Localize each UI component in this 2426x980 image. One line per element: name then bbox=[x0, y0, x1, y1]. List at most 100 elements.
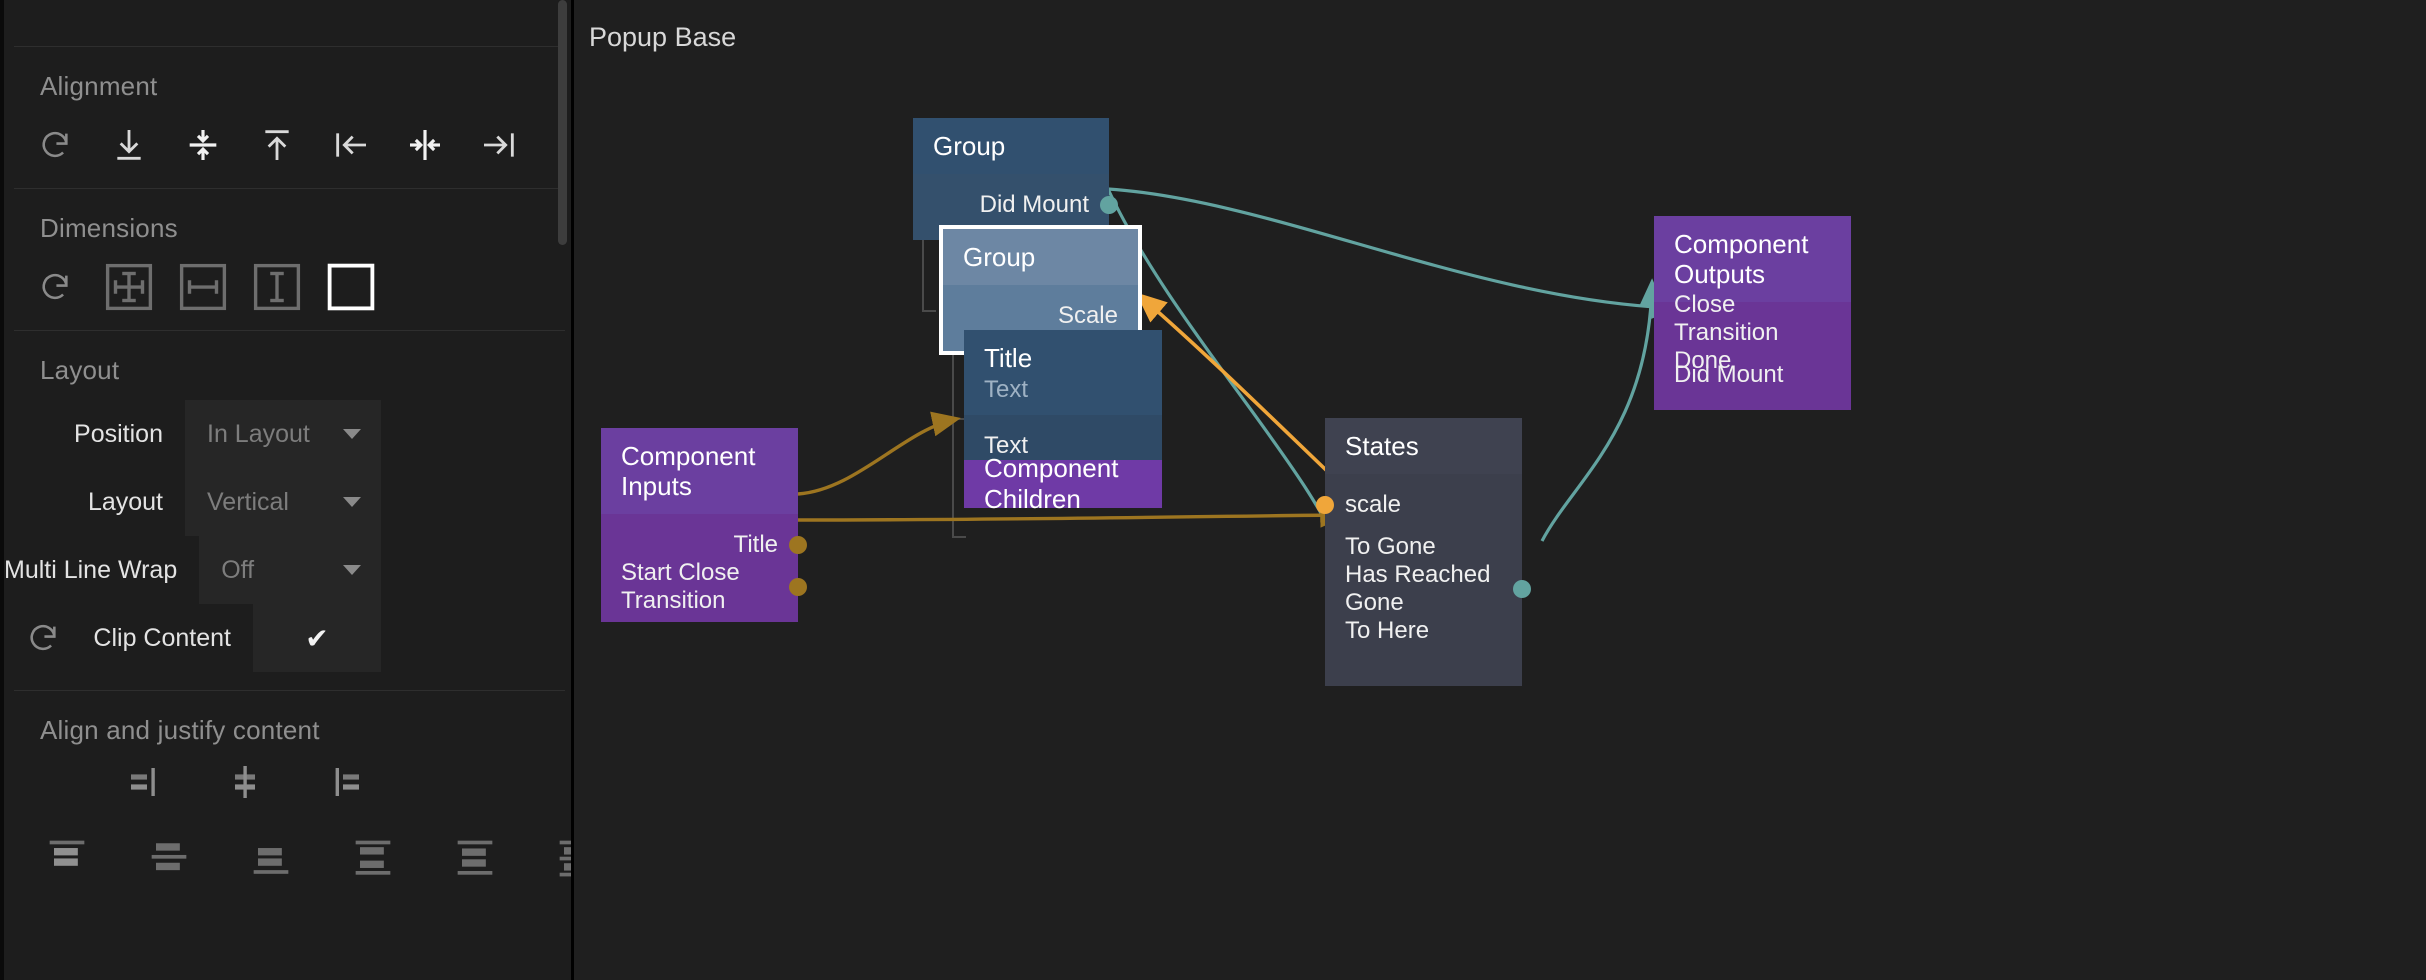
graph-title: Popup Base bbox=[589, 22, 737, 52]
port-row-title[interactable]: Title bbox=[601, 524, 807, 566]
node-group-root[interactable]: Group Did Mount bbox=[913, 118, 1118, 240]
align-horizontal-center-icon[interactable] bbox=[388, 108, 462, 182]
divider bbox=[14, 188, 565, 189]
field-clip-content: Clip Content ✔ bbox=[4, 604, 571, 672]
field-position: Position In Layout bbox=[4, 400, 571, 468]
reset-alignment-icon[interactable] bbox=[18, 108, 92, 182]
align-left-icon[interactable] bbox=[314, 108, 388, 182]
layout-section-title: Layout bbox=[40, 355, 120, 385]
align-content-icon-row bbox=[4, 818, 571, 898]
field-position-label: Position bbox=[74, 419, 163, 448]
field-multi-line-wrap-label: Multi Line Wrap bbox=[4, 555, 178, 584]
node-states[interactable]: States scale To Gone Has Reached Gone To… bbox=[1316, 418, 1531, 686]
layout-form: Position In Layout Layout Vertical Multi… bbox=[4, 386, 571, 690]
sidebar-top-padding bbox=[4, 0, 571, 46]
alignment-section-title: Alignment bbox=[40, 71, 158, 101]
node-component-outputs[interactable]: Component Outputs Close Transition Done … bbox=[1654, 216, 1851, 410]
layout-value: Vertical bbox=[207, 487, 289, 516]
node-title: Group bbox=[943, 229, 1138, 285]
dimensions-section-title: Dimensions bbox=[40, 213, 178, 243]
port-label: Close Transition Done bbox=[1674, 290, 1779, 374]
port-row-close-transition-done[interactable]: Close Transition Done bbox=[1654, 291, 1851, 374]
align-content-space-between-icon[interactable] bbox=[336, 821, 410, 895]
size-height-icon[interactable] bbox=[240, 250, 314, 324]
port-label: Did Mount bbox=[1674, 360, 1784, 388]
port-row-did-mount[interactable]: Did Mount bbox=[913, 184, 1118, 226]
layout-select[interactable]: Vertical bbox=[185, 468, 381, 536]
justify-start-icon[interactable] bbox=[108, 745, 182, 819]
field-multi-line-wrap: Multi Line Wrap Off bbox=[4, 536, 571, 604]
port-row-text[interactable]: Text bbox=[964, 425, 1162, 467]
node-component-children[interactable]: Component Children bbox=[964, 453, 1162, 514]
size-fixed-icon[interactable] bbox=[314, 250, 388, 324]
properties-sidebar: Alignment bbox=[0, 0, 574, 980]
node-component-inputs[interactable]: Component Inputs Title Start Close Trans… bbox=[601, 428, 807, 622]
align-vertical-center-icon[interactable] bbox=[166, 108, 240, 182]
divider bbox=[14, 690, 565, 691]
size-width-icon[interactable] bbox=[166, 250, 240, 324]
chevron-down-icon bbox=[343, 497, 361, 507]
align-right-icon[interactable] bbox=[462, 108, 536, 182]
align-content-space-evenly-icon[interactable] bbox=[540, 821, 571, 895]
port-label: Title bbox=[733, 530, 778, 558]
align-content-end-icon[interactable] bbox=[234, 821, 308, 895]
port-row-to-gone[interactable]: To Gone bbox=[1325, 526, 1522, 568]
size-both-icon[interactable] bbox=[92, 250, 166, 324]
align-top-icon[interactable] bbox=[240, 108, 314, 182]
node-graph-canvas[interactable]: Popup Base bbox=[574, 0, 2426, 980]
port-row-scale[interactable]: Scale bbox=[943, 295, 1138, 337]
divider bbox=[14, 46, 565, 47]
position-value: In Layout bbox=[207, 419, 310, 448]
align-content-space-around-icon[interactable] bbox=[438, 821, 512, 895]
position-select[interactable]: In Layout bbox=[185, 400, 381, 468]
port-dot-out[interactable] bbox=[789, 577, 807, 596]
multi-line-wrap-select[interactable]: Off bbox=[199, 536, 381, 604]
chevron-down-icon bbox=[343, 565, 361, 575]
clip-content-checkbox[interactable]: ✔ bbox=[253, 604, 381, 672]
dimensions-section: Dimensions bbox=[4, 189, 571, 330]
align-content-center-icon[interactable] bbox=[132, 821, 206, 895]
port-label: scale bbox=[1345, 490, 1402, 518]
node-body: Close Transition Done Did Mount bbox=[1654, 291, 1851, 410]
node-title: Component Children bbox=[984, 453, 1119, 514]
port-dot-out[interactable] bbox=[1513, 579, 1531, 598]
port-dot-out[interactable] bbox=[1100, 195, 1118, 214]
alignment-icon-row bbox=[4, 102, 571, 188]
align-justify-section: Align and justify content bbox=[4, 691, 571, 898]
node-body: scale To Gone Has Reached Gone To Here bbox=[1316, 473, 1531, 686]
port-label: To Gone bbox=[1345, 532, 1436, 560]
port-row-has-reached-gone[interactable]: Has Reached Gone bbox=[1325, 561, 1531, 616]
justify-center-icon[interactable] bbox=[208, 745, 282, 819]
port-row-scale[interactable]: scale bbox=[1316, 484, 1522, 526]
node-title: Title Text bbox=[964, 330, 1162, 416]
tree-bracket-1 bbox=[922, 216, 936, 312]
port-label: Has Reached Gone bbox=[1345, 560, 1491, 616]
align-bottom-icon[interactable] bbox=[92, 108, 166, 182]
chevron-down-icon bbox=[343, 429, 361, 439]
justify-end-icon[interactable] bbox=[308, 745, 382, 819]
port-label: Start Close Transition bbox=[621, 558, 740, 614]
divider bbox=[14, 330, 565, 331]
port-row-to-here[interactable]: To Here bbox=[1325, 610, 1522, 652]
align-justify-section-title: Align and justify content bbox=[40, 715, 320, 745]
dimensions-icon-row bbox=[4, 244, 571, 330]
alignment-section: Alignment bbox=[4, 47, 571, 188]
node-title: Group bbox=[913, 118, 1109, 174]
reset-clip-content-icon[interactable] bbox=[26, 621, 60, 655]
port-row-start-close-transition[interactable]: Start Close Transition bbox=[601, 559, 807, 614]
multi-line-wrap-value: Off bbox=[221, 555, 255, 584]
port-dot-in[interactable] bbox=[1316, 495, 1334, 514]
sidebar-scrollbar-thumb[interactable] bbox=[558, 0, 567, 245]
node-title: States bbox=[1325, 418, 1522, 474]
justify-icon-row bbox=[4, 746, 571, 818]
field-layout-label: Layout bbox=[87, 487, 163, 516]
port-label: Scale bbox=[1057, 301, 1118, 329]
port-row-did-mount[interactable]: Did Mount bbox=[1654, 354, 1851, 396]
node-title-text-label: Title bbox=[984, 343, 1033, 373]
align-content-start-icon[interactable] bbox=[30, 821, 104, 895]
port-label: Did Mount bbox=[979, 190, 1089, 218]
layout-section: Layout Position In Layout Layout Vertica… bbox=[4, 331, 571, 690]
port-label: Text bbox=[984, 432, 1029, 460]
port-dot-out[interactable] bbox=[789, 535, 807, 554]
reset-dimensions-icon[interactable] bbox=[18, 250, 92, 324]
